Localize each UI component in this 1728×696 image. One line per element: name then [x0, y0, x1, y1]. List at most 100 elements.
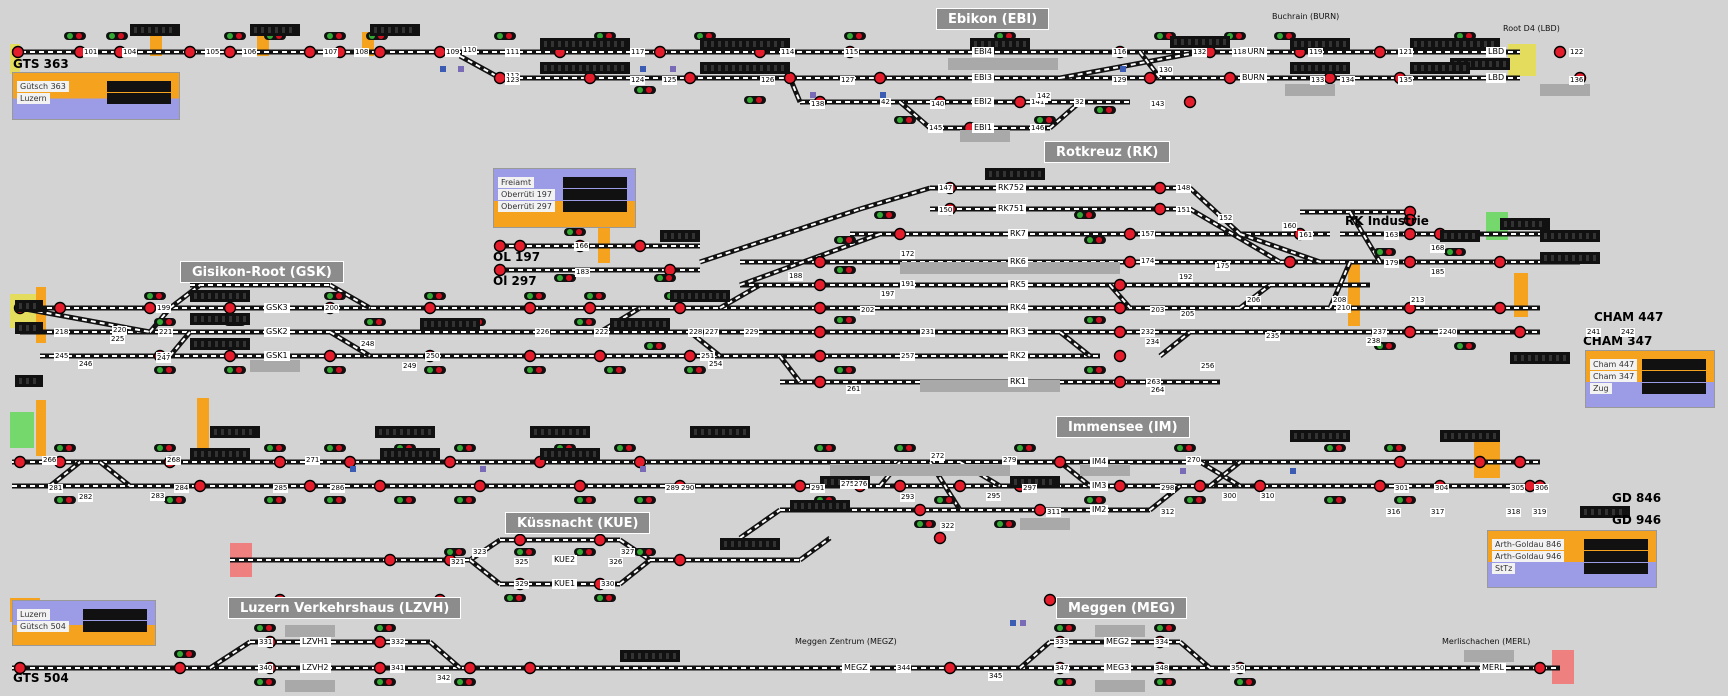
signal[interactable]: [1513, 455, 1527, 469]
signal[interactable]: [463, 661, 477, 675]
signal[interactable]: [593, 349, 607, 363]
signal[interactable]: [1143, 71, 1157, 85]
signal[interactable]: [383, 553, 397, 567]
signal[interactable]: [193, 479, 207, 493]
signal[interactable]: [1113, 325, 1127, 339]
destination-row[interactable]: StTz: [1488, 563, 1656, 575]
signal[interactable]: [913, 503, 927, 517]
signal[interactable]: [373, 661, 387, 675]
signal[interactable]: [173, 661, 187, 675]
signal[interactable]: [273, 455, 287, 469]
signal[interactable]: [813, 278, 827, 292]
signal[interactable]: [663, 263, 677, 277]
signal[interactable]: [11, 45, 25, 59]
signal[interactable]: [1043, 593, 1057, 607]
signal[interactable]: [1053, 455, 1067, 469]
signal[interactable]: [1153, 202, 1167, 216]
signal[interactable]: [673, 301, 687, 315]
signal[interactable]: [933, 531, 947, 545]
signal[interactable]: [893, 227, 907, 241]
signal[interactable]: [573, 479, 587, 493]
destination-row[interactable]: Oberrüti 297: [494, 201, 635, 213]
signal[interactable]: [1283, 255, 1297, 269]
signal[interactable]: [1373, 45, 1387, 59]
signal[interactable]: [1193, 479, 1207, 493]
signal[interactable]: [493, 263, 507, 277]
destination-row[interactable]: Gütsch 504: [13, 621, 155, 633]
signal[interactable]: [1123, 255, 1137, 269]
destination-row[interactable]: Freiamt: [494, 177, 635, 189]
signal[interactable]: [583, 301, 597, 315]
signal[interactable]: [1493, 301, 1507, 315]
signal[interactable]: [1403, 325, 1417, 339]
signal[interactable]: [1113, 349, 1127, 363]
signal[interactable]: [1113, 278, 1127, 292]
signal[interactable]: [593, 533, 607, 547]
signal[interactable]: [143, 301, 157, 315]
signal[interactable]: [223, 349, 237, 363]
signal[interactable]: [1113, 301, 1127, 315]
signal[interactable]: [1183, 95, 1197, 109]
signal[interactable]: [443, 455, 457, 469]
signal[interactable]: [873, 71, 887, 85]
signal[interactable]: [343, 455, 357, 469]
signal[interactable]: [523, 661, 537, 675]
signal[interactable]: [1223, 71, 1237, 85]
signal[interactable]: [1553, 45, 1567, 59]
signal[interactable]: [813, 349, 827, 363]
signal[interactable]: [1323, 71, 1337, 85]
signal[interactable]: [493, 71, 507, 85]
signal[interactable]: [793, 479, 807, 493]
signal[interactable]: [1533, 661, 1547, 675]
signal[interactable]: [1033, 503, 1047, 517]
destination-row[interactable]: Gütsch 363: [13, 81, 179, 93]
signal[interactable]: [373, 635, 387, 649]
signal[interactable]: [943, 661, 957, 675]
signal[interactable]: [513, 239, 527, 253]
signal[interactable]: [1113, 375, 1127, 389]
signal[interactable]: [1403, 213, 1417, 227]
signal[interactable]: [1513, 325, 1527, 339]
signal[interactable]: [303, 479, 317, 493]
signal[interactable]: [13, 661, 27, 675]
signal[interactable]: [673, 553, 687, 567]
signal[interactable]: [633, 239, 647, 253]
destination-row[interactable]: Luzern: [13, 93, 179, 105]
signal[interactable]: [653, 45, 667, 59]
signal[interactable]: [813, 255, 827, 269]
signal[interactable]: [1403, 255, 1417, 269]
signal[interactable]: [303, 45, 317, 59]
destination-row[interactable]: Arth-Goldau 846: [1488, 539, 1656, 551]
signal[interactable]: [473, 479, 487, 493]
signal[interactable]: [683, 349, 697, 363]
signal[interactable]: [523, 301, 537, 315]
signal[interactable]: [323, 349, 337, 363]
destination-row[interactable]: Cham 447: [1586, 359, 1714, 371]
destination-row[interactable]: Arth-Goldau 946: [1488, 551, 1656, 563]
signal[interactable]: [813, 301, 827, 315]
signal[interactable]: [1123, 227, 1137, 241]
signal[interactable]: [183, 45, 197, 59]
destination-row[interactable]: Cham 347: [1586, 371, 1714, 383]
signal[interactable]: [1493, 255, 1507, 269]
signal[interactable]: [1403, 227, 1417, 241]
signal[interactable]: [1153, 181, 1167, 195]
signal[interactable]: [953, 479, 967, 493]
signal[interactable]: [1393, 455, 1407, 469]
signal[interactable]: [583, 71, 597, 85]
signal[interactable]: [373, 479, 387, 493]
signal[interactable]: [223, 301, 237, 315]
signal[interactable]: [423, 301, 437, 315]
signal[interactable]: [1473, 455, 1487, 469]
signal[interactable]: [493, 239, 507, 253]
signal[interactable]: [683, 71, 697, 85]
signal[interactable]: [1373, 479, 1387, 493]
signal[interactable]: [1253, 479, 1267, 493]
signal[interactable]: [223, 45, 237, 59]
destination-row[interactable]: Zug: [1586, 383, 1714, 395]
